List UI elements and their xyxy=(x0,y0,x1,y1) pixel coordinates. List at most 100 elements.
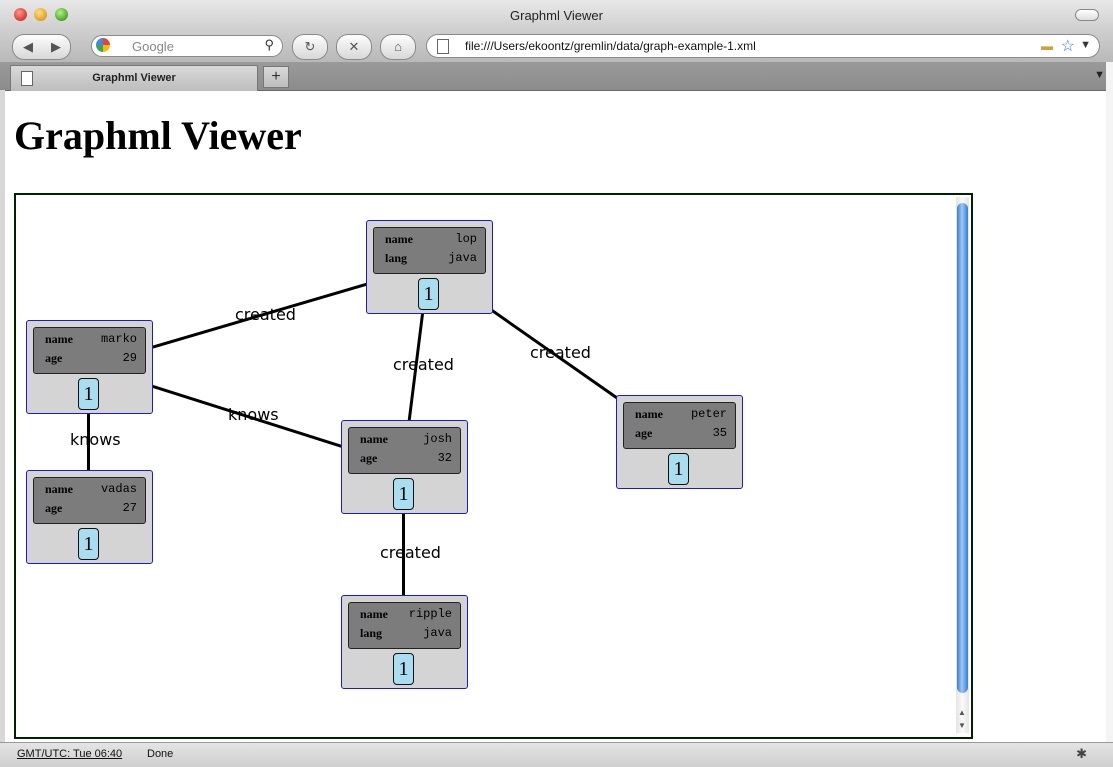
property-key: name xyxy=(45,332,73,346)
property-key: name xyxy=(360,607,388,621)
property-value: 29 xyxy=(122,351,137,365)
graph-node-peter[interactable]: name peter age 35 1 xyxy=(616,395,743,489)
background-window xyxy=(1106,62,1113,742)
forward-arrow-icon: ▶ xyxy=(51,39,61,54)
property-value: 32 xyxy=(437,451,452,465)
graph-node-ripple[interactable]: name ripple lang java 1 xyxy=(341,595,468,689)
address-bar[interactable]: file:///Users/ekoontz/gremlin/data/graph… xyxy=(426,34,1100,58)
property-row: name ripple xyxy=(349,607,460,627)
property-value: 27 xyxy=(122,501,137,515)
folder-icon[interactable]: ▬ xyxy=(1041,39,1053,53)
property-row: name peter xyxy=(624,407,735,427)
title-bar: Graphml Viewer xyxy=(0,0,1113,30)
window-title: Graphml Viewer xyxy=(510,8,603,23)
edge-label: created xyxy=(235,305,296,324)
property-value: vadas xyxy=(100,482,137,496)
node-badge[interactable]: 1 xyxy=(393,478,414,510)
graph-node-lop[interactable]: name lop lang java 1 xyxy=(366,220,493,314)
minimize-window-button[interactable] xyxy=(34,8,47,21)
edge-label: created xyxy=(393,355,454,374)
edge-label: knows xyxy=(228,405,279,424)
scroll-up-icon[interactable]: ▲ xyxy=(958,708,966,717)
property-value: 35 xyxy=(712,426,727,440)
url-text[interactable]: file:///Users/ekoontz/gremlin/data/graph… xyxy=(465,39,756,53)
background-window xyxy=(0,90,5,742)
zoom-window-button[interactable] xyxy=(55,8,68,21)
property-value: ripple xyxy=(408,607,452,621)
property-value: josh xyxy=(423,432,452,446)
property-row: name lop xyxy=(374,232,485,252)
tab-graphml-viewer[interactable]: Graphml Viewer xyxy=(10,65,258,91)
search-input[interactable] xyxy=(132,36,252,56)
graph-viewer[interactable]: ▲ ▼ created created created knows knows creat… xyxy=(14,193,973,739)
page-icon xyxy=(21,71,33,86)
property-row: lang java xyxy=(349,626,460,646)
node-badge[interactable]: 1 xyxy=(668,453,689,485)
property-row: age 35 xyxy=(624,426,735,446)
property-value: peter xyxy=(690,407,727,421)
node-properties: name peter age 35 xyxy=(623,402,736,449)
vertical-scrollbar[interactable]: ▲ ▼ xyxy=(956,197,969,733)
property-key: age xyxy=(45,351,63,365)
property-key: age xyxy=(635,426,653,440)
forward-button[interactable]: ▶ xyxy=(42,34,71,60)
tab-bar: Graphml Viewer + ▼ xyxy=(0,62,1113,91)
scroll-down-icon[interactable]: ▼ xyxy=(958,721,966,730)
property-row: name vadas xyxy=(34,482,145,502)
property-row: age 32 xyxy=(349,451,460,471)
toolbar-toggle-button[interactable] xyxy=(1075,9,1099,21)
property-key: name xyxy=(385,232,413,246)
edge-label: created xyxy=(380,543,441,562)
node-badge[interactable]: 1 xyxy=(393,653,414,685)
tab-title: Graphml Viewer xyxy=(92,72,176,84)
property-row: name josh xyxy=(349,432,460,452)
node-properties: name lop lang java xyxy=(373,227,486,274)
node-badge[interactable]: 1 xyxy=(78,378,99,410)
property-value: lop xyxy=(455,232,477,246)
close-window-button[interactable] xyxy=(14,8,27,21)
property-row: age 29 xyxy=(34,351,145,371)
chevron-down-icon[interactable]: ▼ xyxy=(1080,39,1091,51)
back-button[interactable]: ◀ xyxy=(12,34,44,60)
clock-link[interactable]: GMT/UTC: Tue 06:40 xyxy=(17,748,123,760)
reload-icon: ↻ xyxy=(304,39,316,54)
node-badge[interactable]: 1 xyxy=(78,528,99,560)
reload-button[interactable]: ↻ xyxy=(292,34,328,60)
property-key: name xyxy=(360,432,388,446)
property-key: lang xyxy=(385,251,408,265)
property-value: java xyxy=(423,626,452,640)
page-icon xyxy=(437,39,449,54)
magnifier-icon[interactable]: ⚲ xyxy=(264,37,274,52)
graph-node-josh[interactable]: name josh age 32 1 xyxy=(341,420,468,514)
property-key: name xyxy=(635,407,663,421)
property-key: age xyxy=(360,451,378,465)
status-bar: GMT/UTC: Tue 06:40 Done ✱ xyxy=(0,742,1113,767)
google-icon[interactable] xyxy=(96,38,110,52)
edge-label: knows xyxy=(70,430,121,449)
home-button[interactable]: ⌂ xyxy=(380,34,416,60)
tab-menu-icon[interactable]: ▼ xyxy=(1094,69,1105,81)
home-icon: ⌂ xyxy=(394,39,402,54)
back-arrow-icon: ◀ xyxy=(23,39,33,54)
new-tab-button[interactable]: + xyxy=(263,66,289,88)
edge-label: created xyxy=(530,343,591,362)
property-row: lang java xyxy=(374,251,485,271)
property-key: lang xyxy=(360,626,383,640)
bug-icon[interactable]: ✱ xyxy=(1076,746,1087,761)
status-text: Done xyxy=(147,748,174,760)
scrollbar-thumb[interactable] xyxy=(957,203,968,693)
page-title: Graphml Viewer xyxy=(14,113,302,158)
stop-button[interactable]: ✕ xyxy=(336,34,372,60)
property-key: name xyxy=(45,482,73,496)
bookmark-star-icon[interactable]: ☆ xyxy=(1060,38,1075,55)
search-box: ⚲ xyxy=(91,35,283,57)
navigation-toolbar: ◀ ▶ ⚲ ↻ ✕ ⌂ file:///Users/ekoontz/gremli… xyxy=(0,30,1113,62)
property-value: java xyxy=(448,251,477,265)
node-badge[interactable]: 1 xyxy=(418,278,439,310)
stop-icon: ✕ xyxy=(348,39,360,54)
